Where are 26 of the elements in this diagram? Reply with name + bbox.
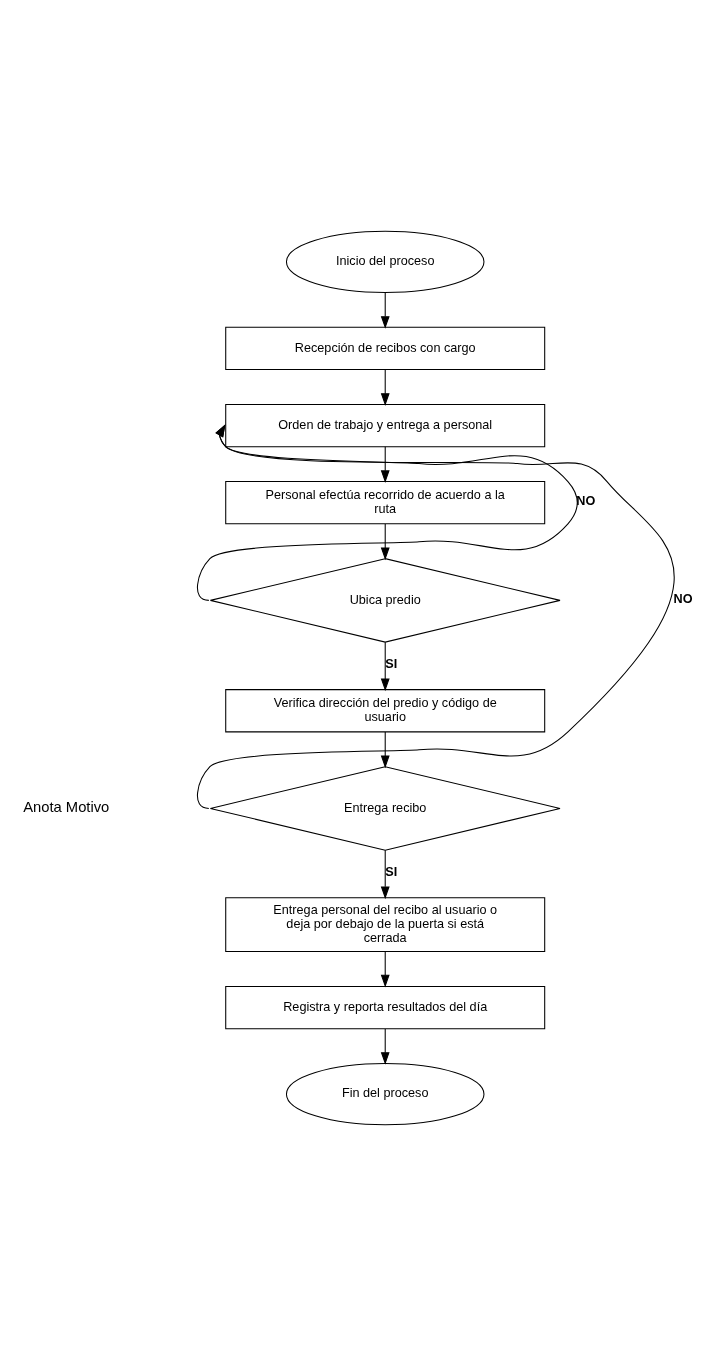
node-ellipse: Fin del proceso [285, 1062, 485, 1125]
node-ellipse: Inicio del proceso [285, 230, 485, 293]
arrow [380, 731, 390, 768]
arrow [196, 423, 578, 601]
node-box: Orden de trabajo y entrega a personal [225, 403, 546, 447]
edge-label: NO [576, 493, 596, 508]
arrow [380, 950, 390, 987]
node-diamond: Ubica predio [209, 557, 561, 643]
arrow [380, 849, 390, 899]
node-box: Verifica dirección del predio y código de usuario [225, 688, 546, 732]
node-box: Recepción de recibos con cargo [225, 326, 546, 370]
arrow [380, 291, 390, 329]
node-box: Personal efectúa recorrido de acuerdo a la ruta [225, 480, 546, 524]
arrow [380, 1028, 390, 1065]
arrow [196, 423, 675, 809]
label: Anota Motivo [23, 798, 110, 815]
node-box: Entrega personal del recibo al usuario o deja por debajo de la puerta si está cerrada [225, 896, 546, 952]
node-diamond: Entrega recibo [209, 765, 561, 851]
arrow [380, 641, 390, 691]
arrow [380, 368, 390, 406]
arrow [380, 522, 390, 560]
edge-label: NO [673, 591, 693, 606]
arrow [380, 445, 390, 483]
node-box: Registra y reporta resultados del día [225, 985, 546, 1029]
edge-label: SI [385, 864, 398, 879]
edge-label: SI [385, 656, 398, 671]
